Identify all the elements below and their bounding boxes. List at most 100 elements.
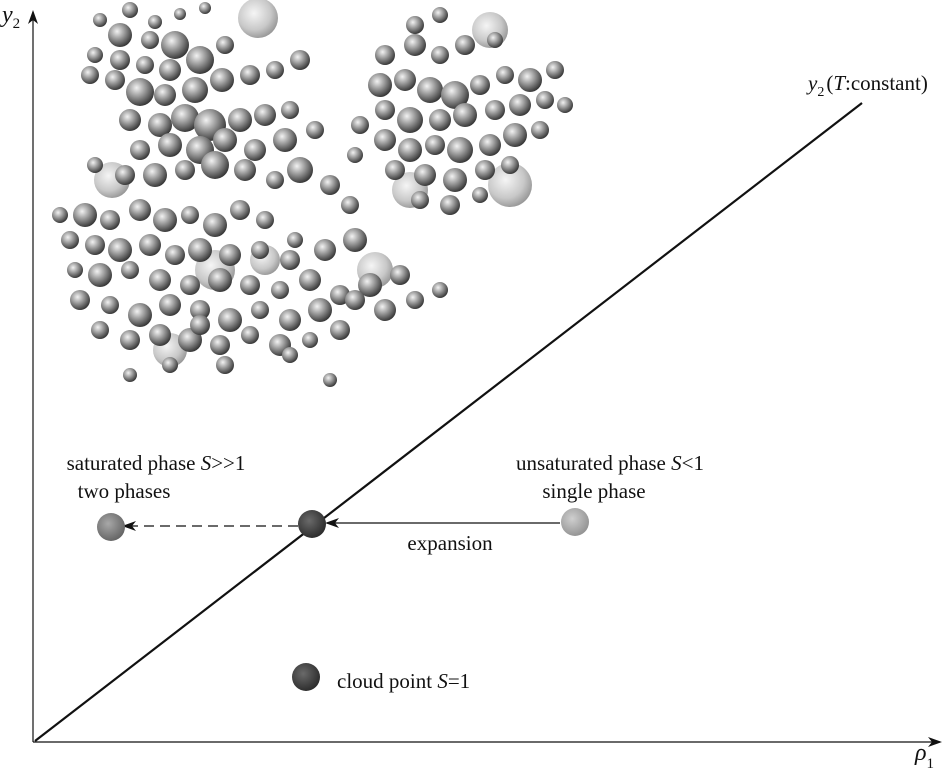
molecule-sphere xyxy=(165,245,185,265)
molecule-sphere xyxy=(394,69,416,91)
molecule-sphere xyxy=(432,7,448,23)
molecule-sphere xyxy=(126,78,154,106)
molecule-sphere xyxy=(343,228,367,252)
molecule-sphere xyxy=(161,31,189,59)
molecule-sphere xyxy=(251,301,269,319)
molecule-sphere xyxy=(375,45,395,65)
molecule-sphere xyxy=(475,160,495,180)
molecule-sphere xyxy=(441,81,469,109)
molecule-sphere xyxy=(213,128,237,152)
molecule-sphere xyxy=(440,195,460,215)
molecule-sphere xyxy=(175,160,195,180)
molecule-sphere xyxy=(414,164,436,186)
molecule-sphere xyxy=(180,275,200,295)
molecule-sphere xyxy=(158,133,182,157)
molecule-sphere xyxy=(199,2,211,14)
molecule-sphere xyxy=(496,66,514,84)
molecule-sphere xyxy=(203,213,227,237)
cloud-point-legend-dot xyxy=(292,663,320,691)
two-phases-label: two phases xyxy=(78,479,171,503)
molecule-sphere xyxy=(171,104,199,132)
molecule-sphere xyxy=(91,321,109,339)
molecule-sphere xyxy=(503,123,527,147)
molecule-sphere xyxy=(453,103,477,127)
molecule-sphere xyxy=(345,290,365,310)
molecule-sphere xyxy=(518,68,542,92)
molecule-sphere xyxy=(546,61,564,79)
molecule-sphere xyxy=(320,175,340,195)
molecule-sphere xyxy=(101,296,119,314)
molecule-sphere xyxy=(455,35,475,55)
molecule-sphere xyxy=(241,326,259,344)
molecule-sphere xyxy=(266,171,284,189)
molecule-sphere xyxy=(228,108,252,132)
molecule-sphere xyxy=(406,16,424,34)
molecule-sphere xyxy=(273,128,297,152)
molecule-sphere xyxy=(432,282,448,298)
molecule-sphere xyxy=(287,157,313,183)
molecule-sphere xyxy=(159,294,181,316)
molecule-sphere xyxy=(216,36,234,54)
molecule-sphere xyxy=(299,269,321,291)
molecule-sphere xyxy=(429,109,451,131)
molecule-sphere xyxy=(154,84,176,106)
molecule-sphere xyxy=(347,147,363,163)
molecule-sphere xyxy=(108,238,132,262)
single-phase-label: single phase xyxy=(542,479,645,503)
molecule-sphere xyxy=(290,50,310,70)
molecule-sphere xyxy=(87,157,103,173)
isotherm-label: y2(T:constant) xyxy=(806,71,928,100)
molecule-cluster-illustration xyxy=(52,0,573,387)
molecule-sphere xyxy=(136,56,154,74)
molecule-sphere xyxy=(130,140,150,160)
molecule-sphere xyxy=(188,238,212,262)
molecule-sphere xyxy=(479,134,501,156)
saturated-phase-label: saturated phase S>>1 xyxy=(67,451,246,475)
molecule-sphere xyxy=(190,300,210,320)
molecule-sphere xyxy=(531,121,549,139)
molecule-sphere xyxy=(149,324,171,346)
molecule-sphere xyxy=(70,290,90,310)
molecule-sphere xyxy=(472,187,488,203)
molecule-sphere xyxy=(271,281,289,299)
molecule-sphere xyxy=(162,357,178,373)
molecule-sphere xyxy=(148,15,162,29)
molecule-sphere xyxy=(404,34,426,56)
unsaturated-state-dot xyxy=(561,508,589,536)
saturated-state-dot xyxy=(97,513,125,541)
molecule-sphere xyxy=(148,113,172,137)
y-axis-label: y2 xyxy=(0,2,20,32)
molecule-sphere xyxy=(341,196,359,214)
unsaturated-phase-label: unsaturated phase S<1 xyxy=(516,451,704,475)
molecule-sphere xyxy=(81,66,99,84)
molecule-sphere xyxy=(417,77,443,103)
molecule-sphere xyxy=(256,211,274,229)
molecule-sphere xyxy=(330,320,350,340)
molecule-sphere xyxy=(447,137,473,163)
expansion-label: expansion xyxy=(407,531,493,555)
molecule-sphere xyxy=(485,100,505,120)
molecule-sphere xyxy=(314,239,336,261)
molecule-sphere xyxy=(368,73,392,97)
molecule-sphere xyxy=(385,160,405,180)
molecule-sphere xyxy=(234,159,256,181)
molecule-sphere xyxy=(129,199,151,221)
molecule-sphere xyxy=(266,61,284,79)
molecule-sphere xyxy=(398,138,422,162)
molecule-sphere xyxy=(210,68,234,92)
molecule-sphere xyxy=(143,163,167,187)
molecule-sphere xyxy=(501,156,519,174)
molecule-sphere xyxy=(122,2,138,18)
molecule-sphere xyxy=(123,368,137,382)
molecule-sphere xyxy=(108,23,132,47)
molecule-sphere xyxy=(230,200,250,220)
cloud-point-label: cloud point S=1 xyxy=(337,669,470,693)
molecule-sphere xyxy=(181,206,199,224)
molecule-sphere xyxy=(323,373,337,387)
molecule-sphere xyxy=(110,50,130,70)
molecule-sphere xyxy=(240,65,260,85)
molecule-sphere xyxy=(406,291,424,309)
molecule-sphere xyxy=(374,299,396,321)
molecule-sphere xyxy=(218,308,242,332)
